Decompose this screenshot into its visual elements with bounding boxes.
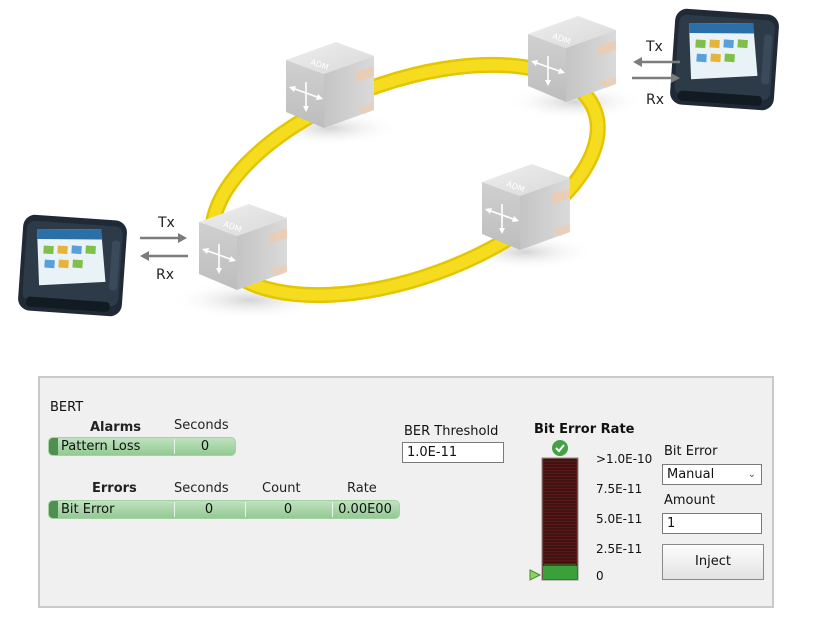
meter-tick: 0 — [596, 569, 604, 583]
inject-button[interactable]: Inject — [662, 544, 764, 580]
bert-title: BERT — [50, 400, 84, 415]
bit-error-row: Bit Error 0 0 0.00E00 — [48, 500, 400, 519]
row-indicator — [49, 438, 58, 455]
bit-error-rate-title: Bit Error Rate — [534, 422, 635, 437]
meter-tick: >1.0E-10 — [596, 452, 653, 466]
bit-error-label: Bit Error — [61, 502, 115, 517]
alarms-seconds-header: Seconds — [174, 418, 229, 433]
adm-node-top-left: ADM — [285, 41, 375, 129]
test-set-device-left — [17, 214, 128, 318]
chevron-down-icon: ⌄ — [747, 469, 756, 480]
left-rx-arrow — [140, 251, 188, 261]
bit-error-select-label: Bit Error — [664, 444, 718, 459]
meter-tick: 7.5E-11 — [596, 482, 643, 496]
left-tx-label: Tx — [157, 215, 175, 231]
adm-node-top-right: ADM — [527, 15, 617, 103]
pattern-loss-row: Pattern Loss 0 — [48, 437, 236, 456]
check-circle-icon — [552, 440, 568, 456]
errors-seconds-header: Seconds — [174, 481, 229, 496]
bit-error-count: 0 — [283, 502, 293, 517]
amount-input[interactable] — [662, 513, 762, 534]
left-rx-label: Rx — [156, 267, 174, 283]
right-rx-label: Rx — [646, 92, 664, 108]
level-pointer-icon — [529, 569, 542, 581]
right-tx-label: Tx — [645, 39, 663, 55]
meter-tick: 5.0E-11 — [596, 512, 643, 526]
ber-threshold-input[interactable] — [402, 442, 504, 463]
bit-error-select[interactable]: Manual ⌄ — [662, 464, 762, 485]
errors-header: Errors — [92, 481, 137, 496]
bit-error-rate-meter — [529, 440, 579, 581]
bit-error-rate: 0.00E00 — [338, 502, 392, 517]
alarms-header: Alarms — [90, 420, 141, 435]
pattern-loss-label: Pattern Loss — [61, 439, 141, 454]
bert-panel: BERT Alarms Seconds Pattern Loss 0 Error… — [38, 376, 774, 608]
test-set-device-right — [669, 8, 780, 112]
bit-error-selected-value: Manual — [667, 467, 715, 482]
pattern-loss-seconds: 0 — [200, 439, 210, 454]
amount-label: Amount — [664, 493, 716, 508]
adm-node-bottom-right: ADM — [481, 163, 571, 251]
right-rx-arrow — [632, 73, 680, 83]
adm-node-bottom-left: ADM — [198, 203, 288, 291]
row-indicator — [49, 501, 58, 518]
bit-error-seconds: 0 — [204, 502, 214, 517]
right-tx-arrow — [633, 57, 680, 67]
meter-tick: 2.5E-11 — [596, 542, 643, 556]
errors-rate-header: Rate — [347, 481, 377, 496]
sonet-ring-diagram: ADM ADM ADM ADM Tx Rx Tx Rx — [17, 8, 780, 320]
ber-threshold-label: BER Threshold — [404, 424, 499, 439]
left-tx-arrow — [140, 233, 187, 243]
errors-count-header: Count — [262, 481, 301, 496]
